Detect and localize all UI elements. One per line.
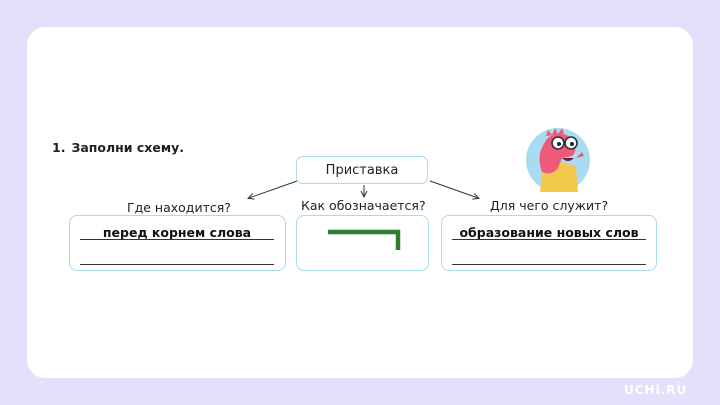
task-title: 1. Заполни схему. <box>52 140 184 155</box>
answer-box-notation[interactable] <box>296 215 429 271</box>
question-location: Где находится? <box>127 200 231 215</box>
answer-line <box>80 264 274 265</box>
dinosaur-mascot-icon <box>526 128 590 192</box>
uchi-ru-logo: UCHi.RU <box>624 383 688 397</box>
content-card <box>27 27 693 378</box>
prefix-mark-icon <box>328 229 401 250</box>
answer-line <box>452 239 646 240</box>
answer-location-text: перед корнем слова <box>102 225 252 240</box>
prefix-root-box: Приставка <box>296 156 428 184</box>
answer-line <box>80 239 274 240</box>
task-number: 1. <box>52 140 66 155</box>
answer-purpose-text: образование новых слов <box>459 225 639 240</box>
task-text: Заполни схему. <box>71 140 184 155</box>
answer-line <box>452 264 646 265</box>
question-purpose: Для чего служит? <box>490 198 609 213</box>
question-notation: Как обозначается? <box>301 198 426 213</box>
answer-box-purpose[interactable]: образование новых слов <box>441 215 657 271</box>
answer-box-location[interactable]: перед корнем слова <box>69 215 286 271</box>
prefix-root-label: Приставка <box>325 162 399 178</box>
